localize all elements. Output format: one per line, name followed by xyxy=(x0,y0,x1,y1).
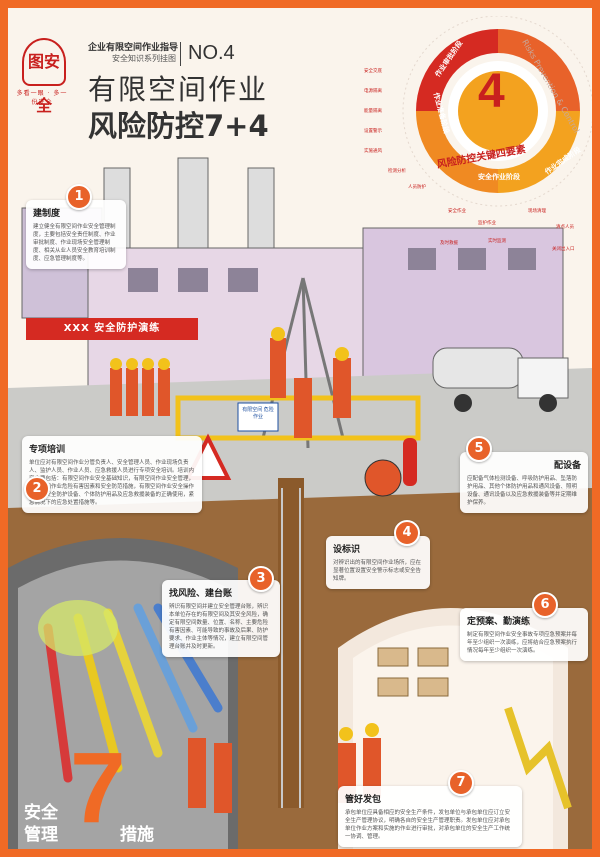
measure-card-3: 找风险、建台账 辨识有限空间并建立安全管理台账，辨识本单位存在的有限空间及其安全… xyxy=(162,580,280,657)
phase-item: 人员防护 xyxy=(408,185,426,190)
measure-card-4: 设标识 对辨识出的有限空间作业场所，应在显著位置设置安全警示标志或安全告知牌。 xyxy=(326,536,430,589)
phase-item: 电源隔离 xyxy=(364,89,382,94)
footer-line-1: 安全 xyxy=(24,803,58,823)
phase-item: 清点人员 xyxy=(556,225,574,230)
phase-item: 检测分析 xyxy=(388,169,406,174)
measure-title: 建制度 xyxy=(33,209,61,219)
measure-number-2: 2 xyxy=(24,476,50,502)
measure-text: 应配备气体检测设备、呼吸防护用品、坠落防护用品、其他个体防护用品和通风设备、照明… xyxy=(467,476,578,506)
measure-card-5: 配设备 应配备气体检测设备、呼吸防护用品、坠落防护用品、其他个体防护用品和通风设… xyxy=(460,452,588,513)
measure-text: 承包单位应具备相应的安全生产条件，发包单位与承包单位应订立安全生产管理协议，明确… xyxy=(345,810,511,840)
page-title: 有限空间作业 xyxy=(88,73,269,106)
measure-number-6: 6 xyxy=(532,592,558,618)
measure-card-1: 建制度 建立健全有限空间作业安全管理制度，主要包括安全责任制度、作业审批制度、作… xyxy=(26,200,126,269)
phase-item: 监护作业 xyxy=(478,221,496,226)
brand-tagline: 多看一眼 · 多一份安全 xyxy=(16,90,68,106)
phase-item: 及时救援 xyxy=(440,241,458,246)
poster: 图安全 多看一眼 · 多一份安全 企业有限空间作业指导 安全知识系列挂图 NO.… xyxy=(8,8,592,849)
measure-title: 设标识 xyxy=(333,545,361,555)
measure-title: 找风险、建台账 xyxy=(169,589,233,599)
phase-item: 关闭出入口 xyxy=(552,247,575,252)
measure-text: 对辨识出的有限空间作业场所，应在显著位置设置安全警示标志或安全告知牌。 xyxy=(333,560,422,582)
measure-card-6: 定预案、勤演练 制定有限空间作业安全事故专项应急预案并每年至少组织一次演练，应将… xyxy=(460,608,588,661)
measure-text: 辨识有限空间并建立安全管理台账，辨识本单位存在的有限空间及其安全风险，确定有限空… xyxy=(169,604,269,650)
series-label: 安全知识系列挂图 xyxy=(112,54,176,63)
ring-center-number: 4 xyxy=(478,65,505,118)
phase-item: 安全交底 xyxy=(364,69,382,74)
drill-banner: XXX 安全防护演练 xyxy=(26,318,198,340)
phase-item: 实时监测 xyxy=(488,239,506,244)
measure-number-1: 1 xyxy=(66,184,92,210)
brand-logo: 图安全 xyxy=(22,38,66,115)
scene-illustration xyxy=(8,8,592,849)
phase-item: 能量隔离 xyxy=(364,109,382,114)
measure-text: 单位应对有限空间作业分管负责人、安全管理人员、作业现场负责人、监护人员、作业人员… xyxy=(29,460,195,506)
phase-item: 安全作业 xyxy=(448,209,466,214)
measure-number-3: 3 xyxy=(248,566,274,592)
guide-label: 企业有限空间作业指导 xyxy=(88,43,179,53)
footer-big-number: 7 xyxy=(70,732,126,844)
measure-title: 专项培训 xyxy=(29,445,66,455)
four-elements-ring xyxy=(402,16,592,207)
measure-number-7: 7 xyxy=(448,770,474,796)
footer-line-3: 措施 xyxy=(120,825,154,845)
phase-item: 实施通风 xyxy=(364,149,382,154)
phase-item: 设置警示 xyxy=(364,129,382,134)
footer-line-2: 管理 xyxy=(24,825,58,845)
measure-card-7: 管好发包 承包单位应具备相应的安全生产条件，发包单位与承包单位应订立安全生产管理… xyxy=(338,786,522,847)
phase-item: 现场清理 xyxy=(528,209,546,214)
measure-number-5: 5 xyxy=(466,436,492,462)
barrier-sign: 有限空间 危险作业 xyxy=(242,407,274,420)
measure-number-4: 4 xyxy=(394,520,420,546)
measure-card-2: 专项培训 单位应对有限空间作业分管负责人、安全管理人员、作业现场负责人、监护人员… xyxy=(22,436,202,513)
measure-title: 定预案、勤演练 xyxy=(467,617,531,627)
measure-text: 制定有限空间作业安全事故专项应急预案并每年至少组织一次演练，应将结合应急预案执行… xyxy=(467,632,578,654)
ring-segment-operation: 安全作业阶段 xyxy=(478,173,520,181)
header-divider xyxy=(180,42,181,66)
measure-title: 配设备 xyxy=(553,461,581,471)
issue-number: NO.4 xyxy=(188,42,235,64)
measure-text: 建立健全有限空间作业安全管理制度，主要包括安全责任制度、作业审批制度、作业现场安… xyxy=(33,224,116,262)
measure-title: 管好发包 xyxy=(345,795,382,805)
page-subtitle: 风险防控7+4 xyxy=(88,109,269,143)
